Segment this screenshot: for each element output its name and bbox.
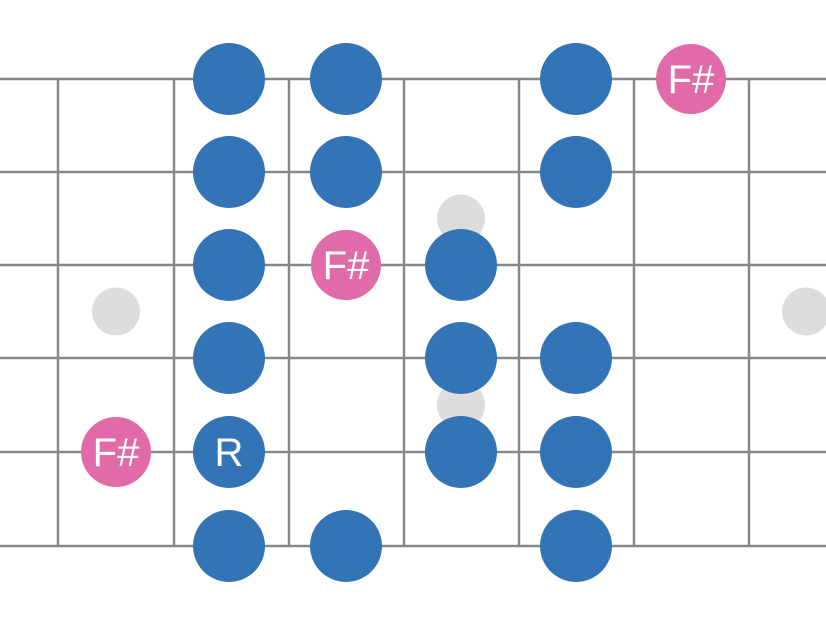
note-dot	[310, 136, 382, 208]
note-dot	[425, 229, 497, 301]
note-marker	[193, 510, 265, 582]
note-dot	[193, 43, 265, 115]
note-dot	[425, 322, 497, 394]
note-markers: F# F# F# R	[81, 43, 726, 582]
note-marker	[425, 322, 497, 394]
note-label: F#	[93, 431, 140, 475]
note-marker-highlight: F#	[656, 44, 726, 114]
note-marker	[540, 43, 612, 115]
note-dot	[193, 510, 265, 582]
note-dot	[540, 416, 612, 488]
note-marker	[310, 510, 382, 582]
note-marker	[425, 229, 497, 301]
note-dot	[311, 230, 381, 300]
fret-lines	[56, 79, 751, 546]
note-marker	[540, 322, 612, 394]
note-dot	[81, 417, 151, 487]
fret-inlay-dot	[437, 194, 485, 243]
note-dot	[540, 43, 612, 115]
note-marker-root: R	[193, 416, 265, 488]
note-dot	[656, 44, 726, 114]
note-marker	[540, 136, 612, 208]
note-marker	[425, 416, 497, 488]
note-marker	[193, 136, 265, 208]
note-marker-highlight: F#	[81, 417, 151, 487]
note-label: F#	[323, 244, 370, 288]
note-marker-highlight: F#	[311, 230, 381, 300]
note-marker	[540, 416, 612, 488]
note-label: R	[215, 431, 244, 475]
note-marker	[193, 322, 265, 394]
note-marker	[310, 43, 382, 115]
note-marker	[193, 229, 265, 301]
note-dot	[540, 510, 612, 582]
note-dot	[193, 136, 265, 208]
fret-inlay-dot	[92, 287, 140, 336]
note-dot	[540, 322, 612, 394]
note-marker	[540, 510, 612, 582]
note-dot	[193, 229, 265, 301]
note-dot	[310, 43, 382, 115]
note-label: F#	[668, 58, 715, 102]
note-dot	[193, 322, 265, 394]
note-marker	[310, 136, 382, 208]
note-dot	[193, 416, 265, 488]
note-dot	[310, 510, 382, 582]
inlay-layer	[92, 194, 826, 429]
fret-inlay-dot	[782, 287, 826, 336]
note-marker	[193, 43, 265, 115]
note-dot	[425, 416, 497, 488]
fret-inlay-dot	[437, 381, 485, 429]
note-dot	[540, 136, 612, 208]
